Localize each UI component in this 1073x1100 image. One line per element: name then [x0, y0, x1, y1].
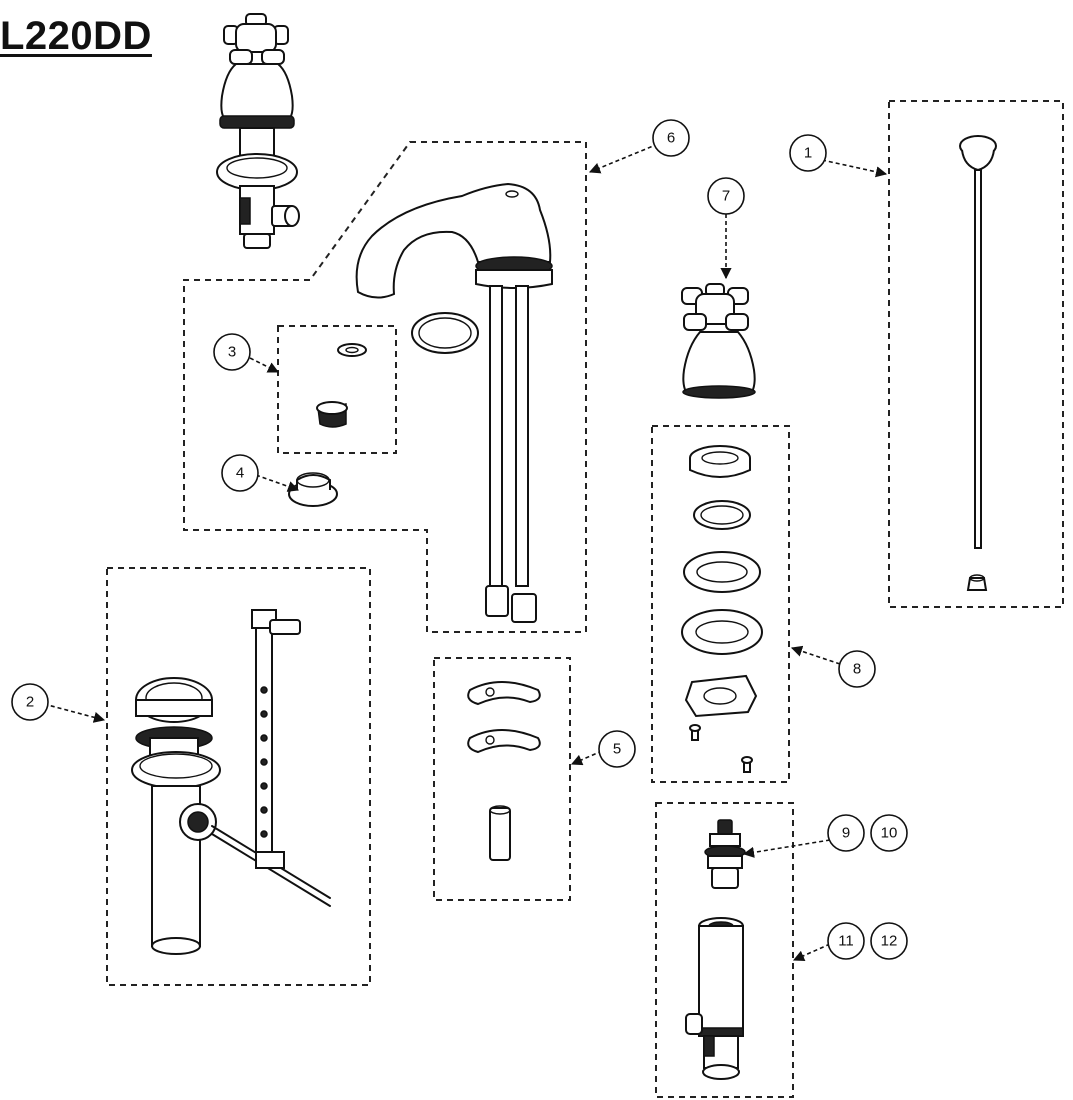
callout-11: 11 — [827, 922, 865, 960]
svg-text:10: 10 — [881, 825, 898, 842]
callout-4: 4 — [221, 454, 259, 492]
valve-body-icon — [685, 917, 744, 1080]
callout-7: 7 — [707, 177, 745, 215]
cross-handle-valve-assembly-icon — [216, 13, 300, 249]
group-box-valve-body — [655, 802, 794, 1098]
spout-o-ring-icon — [411, 312, 479, 354]
lift-rod-icon — [959, 135, 997, 591]
extension-bar-holes — [260, 686, 268, 838]
callout-6: 6 — [652, 119, 690, 157]
pop-up-drain-icon — [131, 609, 331, 955]
spout-base-ring-icon — [288, 472, 338, 507]
svg-text:6: 6 — [667, 130, 675, 147]
callout-3: 3 — [213, 333, 251, 371]
svg-text:7: 7 — [722, 188, 730, 205]
spout-body-icon — [355, 182, 553, 623]
cross-handle-icon — [681, 283, 756, 399]
callout-9: 9 — [827, 814, 865, 852]
valve-cartridge-icon — [704, 819, 746, 889]
callout-2: 2 — [11, 683, 49, 721]
svg-text:11: 11 — [838, 933, 854, 950]
group-box-mounting-hardware — [433, 657, 571, 901]
aerator-icon — [316, 343, 367, 428]
callout-12: 12 — [870, 922, 908, 960]
group-box-spout-assembly — [183, 141, 587, 633]
svg-text:5: 5 — [613, 741, 621, 758]
callout-5: 5 — [598, 730, 636, 768]
svg-text:4: 4 — [236, 465, 244, 482]
flange-kit-icon — [681, 445, 763, 773]
svg-text:3: 3 — [228, 344, 236, 361]
model-title: L220DD — [0, 14, 152, 58]
callout-8: 8 — [838, 650, 876, 688]
mounting-hardware-icon — [467, 681, 541, 861]
group-box-aerator — [277, 325, 397, 454]
svg-text:8: 8 — [853, 661, 861, 678]
group-box-flange-kit — [651, 425, 790, 783]
callout-1: 1 — [789, 134, 827, 172]
svg-text:9: 9 — [842, 825, 850, 842]
svg-text:2: 2 — [26, 694, 34, 711]
svg-text:12: 12 — [881, 933, 898, 950]
callout-10: 10 — [870, 814, 908, 852]
svg-text:1: 1 — [804, 145, 812, 162]
